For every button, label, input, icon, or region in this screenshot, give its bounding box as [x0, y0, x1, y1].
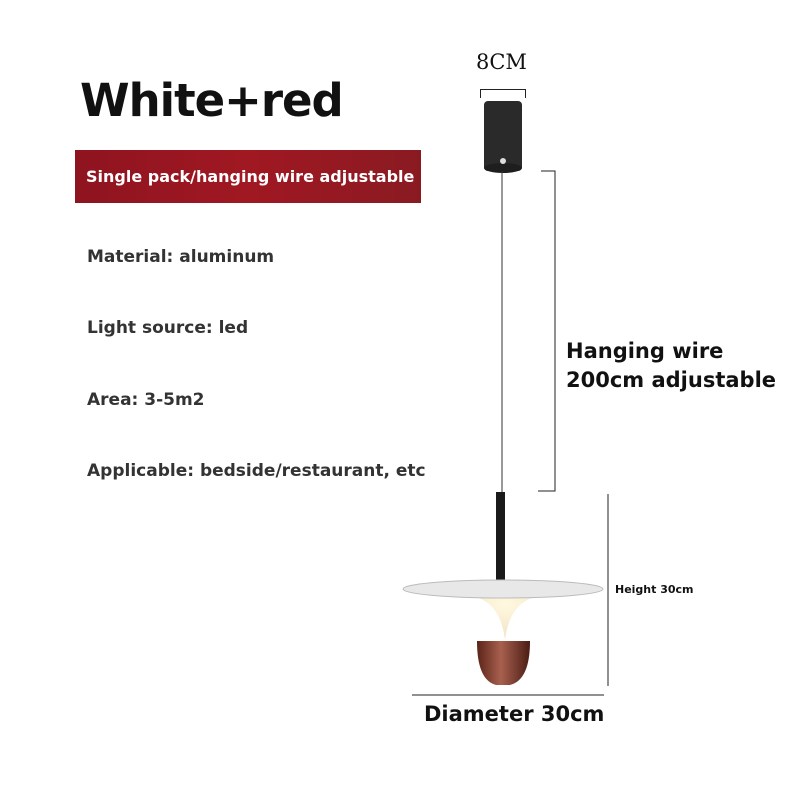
lamp-shade-glow	[470, 596, 540, 640]
canopy-base	[484, 163, 522, 173]
spec-light-source: Light source: led	[87, 318, 249, 338]
product-title: White+red	[80, 74, 344, 127]
canopy-bracket	[480, 89, 526, 98]
canopy-width-label: 8CM	[476, 50, 527, 74]
spec-area: Area: 3-5m2	[87, 390, 205, 410]
canopy	[484, 101, 522, 171]
wire-length-label: Hanging wire 200cm adjustable	[566, 337, 776, 395]
spec-material: Material: aluminum	[87, 247, 275, 267]
lamp-cup	[477, 641, 530, 685]
spec-applicable: Applicable: bedside/restaurant, etc	[87, 461, 426, 481]
height-label: Height 30cm	[615, 583, 694, 596]
wire-bracket	[538, 170, 556, 492]
pack-banner: Single pack/hanging wire adjustable	[75, 150, 421, 203]
diameter-label: Diameter 30cm	[424, 702, 605, 726]
wire-label-line1: Hanging wire	[566, 339, 724, 363]
lamp-shade	[402, 579, 604, 599]
canopy-hole	[500, 158, 506, 164]
wire-label-line2: 200cm adjustable	[566, 368, 777, 392]
lamp-stem	[496, 492, 505, 584]
